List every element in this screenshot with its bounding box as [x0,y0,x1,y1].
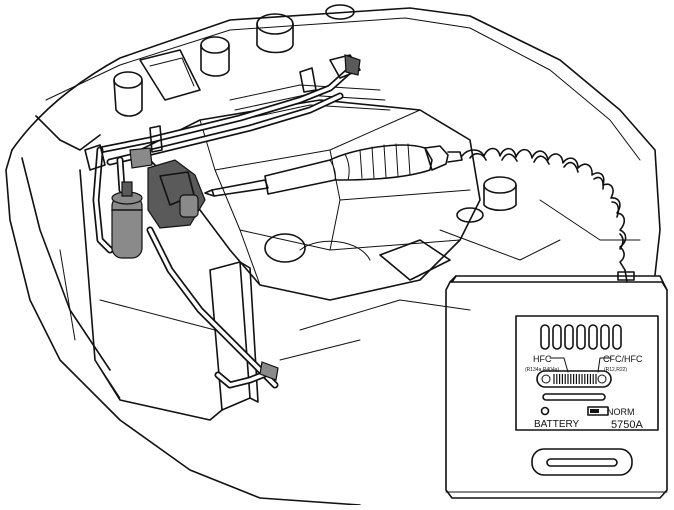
power-switch[interactable] [587,406,609,416]
cfc-refrigerant-types: (R12,R22) [604,367,627,373]
norm-label: NORM [607,407,635,417]
hood-outline [11,7,661,276]
led-indicator-bars [540,324,622,350]
sensitivity-selector-wheel[interactable] [536,370,612,388]
vehicle-engine-bay [5,4,661,506]
unit-handle-slot [531,448,633,476]
compressor-fittings [84,144,206,229]
indicator-slot [542,393,606,401]
battery-label: BATTERY [534,419,580,430]
probe-coiled-cord [461,147,628,283]
hfc-label: HFC [533,354,552,364]
accumulator-canister [111,181,143,259]
battery-indicator-led [540,406,550,416]
leak-detector-unit: HFC (R134a,R404a) CFC/HFC (R12,R22) BATT… [445,271,668,499]
front-fender-outline [5,149,361,506]
engine-top-components [113,4,517,281]
cfc-hfc-label: CFC/HFC [603,354,643,364]
hfc-refrigerant-types: (R134a,R404a) [525,367,560,373]
model-number: 5750A [611,419,643,431]
leak-detector-probe [204,143,463,197]
